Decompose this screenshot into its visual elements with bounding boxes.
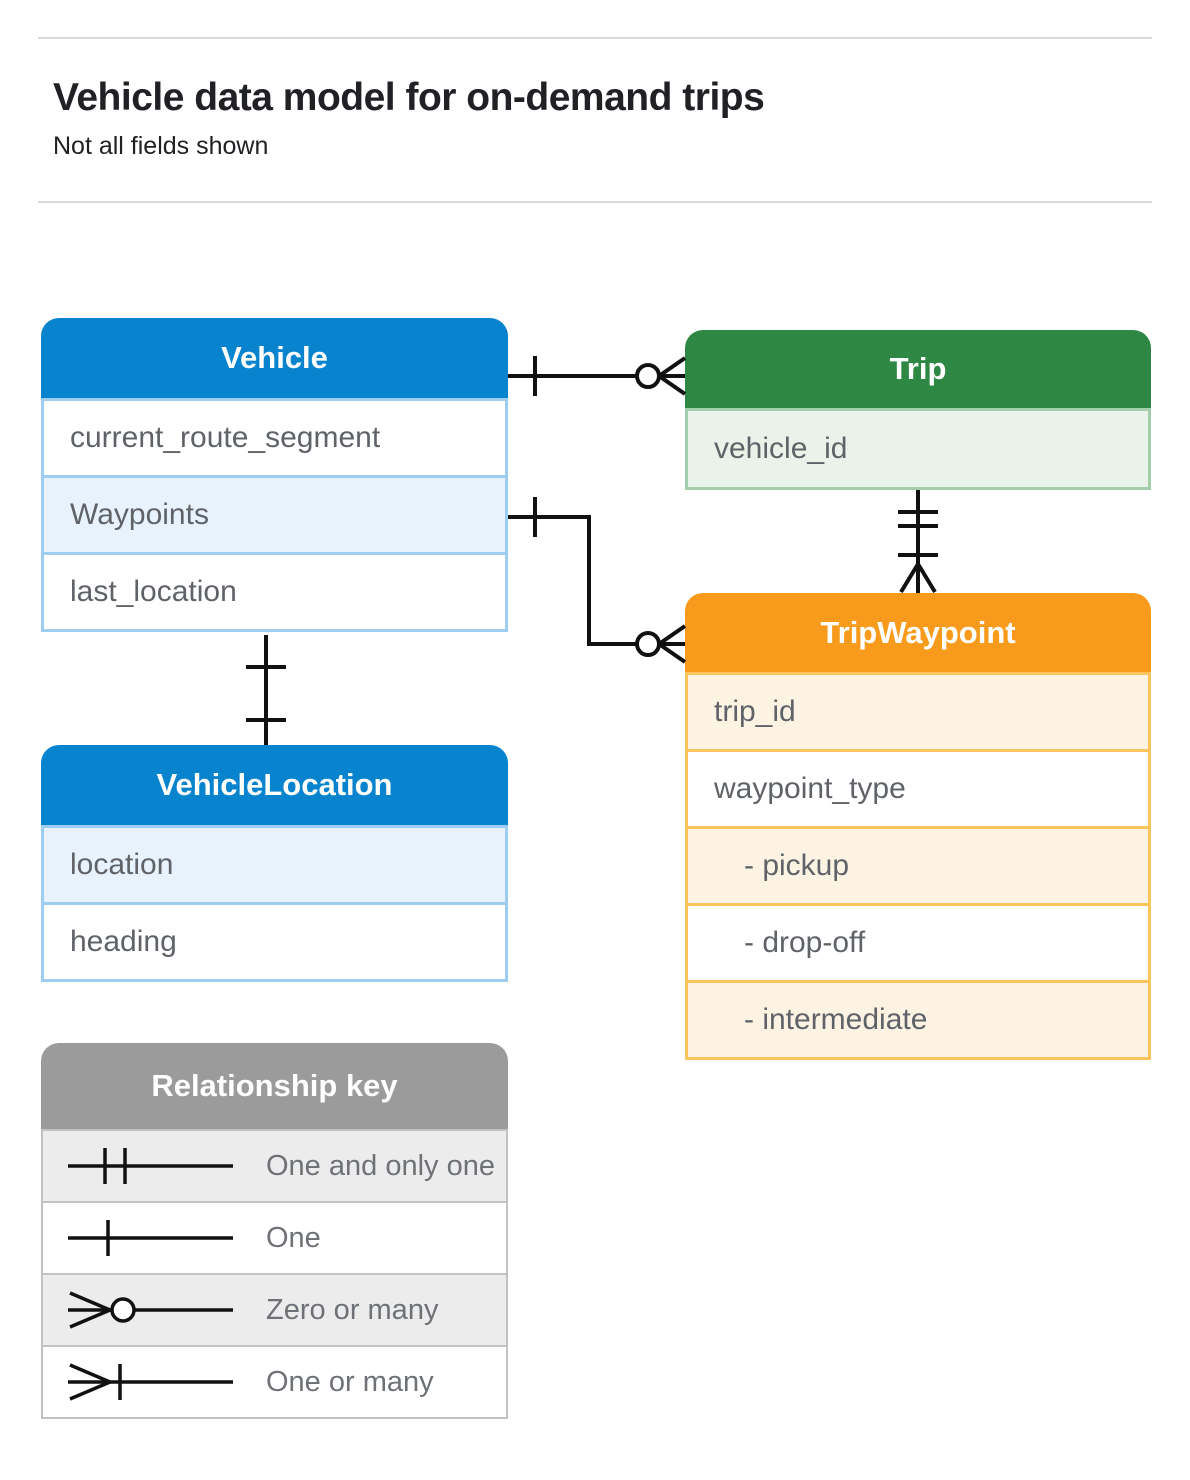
field-row: waypoint_type [685,749,1151,829]
page-subtitle: Not all fields shown [53,132,269,160]
connector-waypoints-tripwaypoint [508,497,687,664]
connector-vehicle-vehiclelocation [246,635,286,745]
entity-vehicle-header: Vehicle [41,318,508,398]
field-row: last_location [41,552,508,632]
field-row: current_route_segment [41,398,508,478]
entity-trip-header: Trip [685,330,1151,408]
one-and-only-one-icon [68,1148,233,1184]
page-title: Vehicle data model for on-demand trips [53,76,765,119]
entity-vehiclelocation-header: VehicleLocation [41,745,508,825]
legend-item-label: One [266,1221,321,1254]
top-divider [38,37,1152,39]
legend-item: Zero or many [41,1273,508,1347]
entity-tripwaypoint-header: TripWaypoint [685,593,1151,672]
field-row-enum: - intermediate [685,980,1151,1060]
field-row: trip_id [685,672,1151,752]
entity-vehicle: Vehicle current_route_segment Waypoints … [41,318,508,632]
connector-vehicle-trip [508,356,687,396]
legend-item-label: One or many [266,1365,434,1398]
legend-item: One and only one [41,1129,508,1203]
entity-trip: Trip vehicle_id [685,330,1151,490]
legend-item-label: One and only one [266,1149,495,1182]
one-icon [68,1220,233,1256]
field-row-enum: - drop-off [685,903,1151,983]
relationship-key: Relationship key One and only one One Ze… [41,1043,508,1419]
relationship-key-header: Relationship key [41,1043,508,1129]
field-row: heading [41,902,508,982]
entity-tripwaypoint: TripWaypoint trip_id waypoint_type - pic… [685,593,1151,1060]
header-divider [38,201,1152,203]
connector-trip-tripwaypoint [898,490,938,594]
field-row: Waypoints [41,475,508,555]
zero-or-many-icon [68,1291,233,1329]
legend-item: One [41,1201,508,1275]
entity-vehiclelocation: VehicleLocation location heading [41,745,508,982]
field-row-enum: - pickup [685,826,1151,906]
field-row: vehicle_id [685,408,1151,490]
one-or-many-icon [68,1363,233,1401]
legend-item-label: Zero or many [266,1293,439,1326]
field-row: location [41,825,508,905]
legend-item: One or many [41,1345,508,1419]
